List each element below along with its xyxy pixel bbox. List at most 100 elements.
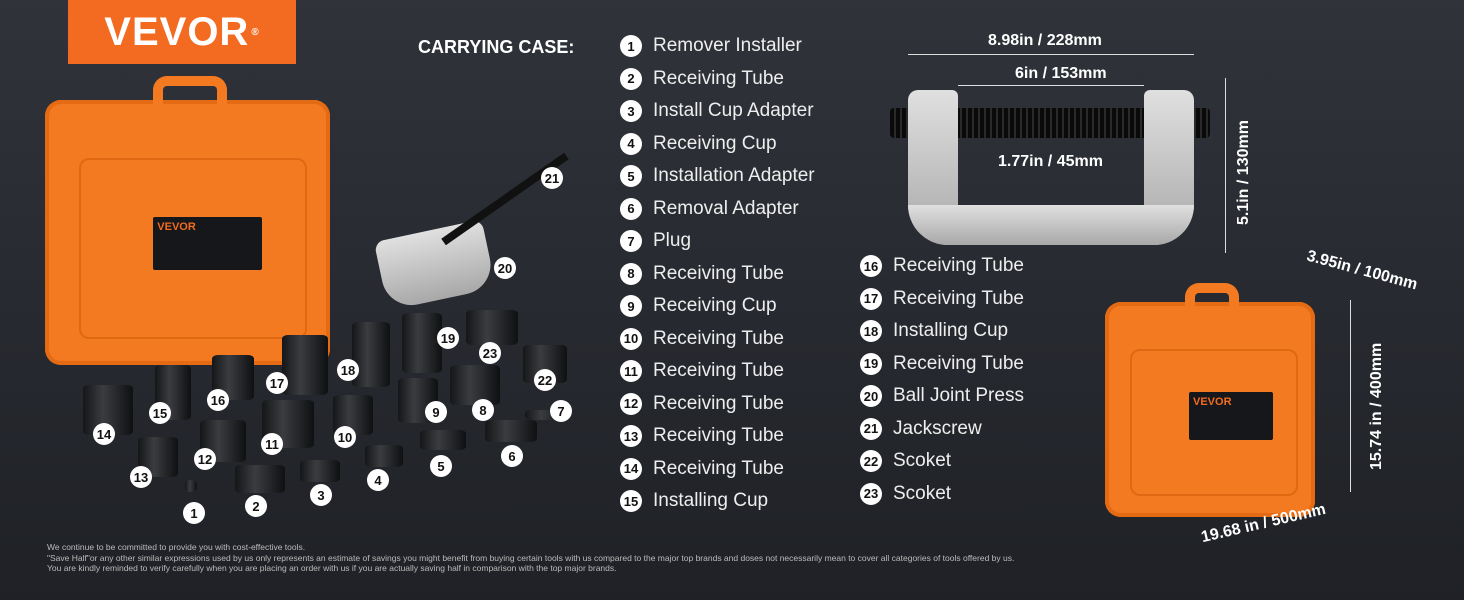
- part-callout-badge: 18: [337, 359, 359, 381]
- part-callout-badge: 15: [149, 402, 171, 424]
- part-label: Installing Cup: [893, 320, 1009, 342]
- disclaimer-footer: We continue to be committed to provide y…: [47, 542, 1015, 573]
- part-list-item: 11 Receiving Tube: [620, 355, 815, 388]
- part-callout-badge: 17: [266, 372, 288, 394]
- part-label: Receiving Cup: [653, 295, 777, 317]
- part-label: Install Cup Adapter: [653, 100, 814, 122]
- part-label: Receiving Tube: [653, 67, 784, 89]
- tool-part-image: [420, 430, 466, 450]
- part-label: Plug: [653, 230, 692, 252]
- part-label: Receiving Tube: [653, 457, 784, 479]
- tool-part-image: [466, 310, 518, 345]
- tool-part-image: [300, 460, 340, 482]
- part-label: Receiving Tube: [653, 360, 784, 382]
- tool-part-image: [365, 445, 403, 467]
- part-number-badge: 23: [860, 482, 882, 505]
- part-list-item: 23 Scoket: [860, 478, 1024, 511]
- part-label: Remover Installer: [653, 35, 802, 57]
- part-label: Receiving Cup: [653, 132, 777, 154]
- part-number-badge: 17: [860, 287, 882, 310]
- tool-part-image: [282, 335, 328, 395]
- part-list-item: 12 Receiving Tube: [620, 388, 815, 421]
- tool-part-image: [235, 465, 285, 493]
- part-list-item: 7 Plug: [620, 225, 815, 258]
- part-callout-badge: 5: [430, 455, 452, 477]
- part-list-item: 21 Jackscrew: [860, 413, 1024, 446]
- ball-joint-press-image: [373, 219, 497, 311]
- part-label: Receiving Tube: [653, 262, 784, 284]
- part-list-item: 3 Install Cup Adapter: [620, 95, 815, 128]
- part-number-badge: 14: [620, 457, 642, 480]
- part-list-item: 18 Installing Cup: [860, 315, 1024, 348]
- part-callout-badge: 4: [367, 469, 389, 491]
- carrying-case-title: CARRYING CASE:: [418, 37, 575, 57]
- part-label: Installation Adapter: [653, 165, 815, 187]
- part-callout-badge: 11: [261, 433, 283, 455]
- case-dimension-image: VEVOR: [1105, 282, 1315, 517]
- part-list-item: 6 Removal Adapter: [620, 193, 815, 226]
- part-label: Jackscrew: [893, 417, 982, 439]
- part-list-item: 15 Installing Cup: [620, 485, 815, 518]
- part-label: Scoket: [893, 482, 952, 504]
- part-callout-badge: 9: [425, 401, 447, 423]
- part-callout-badge: 2: [245, 495, 267, 517]
- part-callout-badge: 12: [194, 448, 216, 470]
- part-number-badge: 11: [620, 360, 642, 383]
- part-label: Ball Joint Press: [893, 385, 1024, 407]
- part-label: Installing Cup: [653, 490, 769, 512]
- part-label: Receiving Tube: [893, 255, 1024, 277]
- part-list-item: 9 Receiving Cup: [620, 290, 815, 323]
- part-callout-badge: 21: [541, 167, 563, 189]
- part-callout-badge: 3: [310, 484, 332, 506]
- part-number-badge: 7: [620, 230, 642, 253]
- part-number-badge: 20: [860, 385, 882, 408]
- part-list-item: 8 Receiving Tube: [620, 258, 815, 291]
- part-callout-badge: 7: [550, 400, 572, 422]
- part-number-badge: 8: [620, 262, 642, 285]
- part-list-item: 1 Remover Installer: [620, 30, 815, 63]
- part-list-item: 5 Installation Adapter: [620, 160, 815, 193]
- part-callout-badge: 19: [437, 327, 459, 349]
- tool-part-image: [525, 410, 565, 420]
- part-number-badge: 5: [620, 165, 642, 188]
- tool-part-image: [485, 420, 537, 442]
- part-callout-badge: 6: [501, 445, 523, 467]
- part-number-badge: 15: [620, 490, 642, 513]
- tool-part-image: [450, 365, 500, 405]
- vevor-logo: VEVOR®: [68, 0, 296, 64]
- part-number-badge: 21: [860, 417, 882, 440]
- part-callout-badge: 20: [494, 257, 516, 279]
- part-label: Receiving Tube: [893, 352, 1024, 374]
- part-list-item: 14 Receiving Tube: [620, 453, 815, 486]
- part-number-badge: 3: [620, 100, 642, 123]
- part-number-badge: 12: [620, 392, 642, 415]
- part-label: Receiving Tube: [653, 392, 784, 414]
- part-list-item: 20 Ball Joint Press: [860, 380, 1024, 413]
- part-number-badge: 6: [620, 197, 642, 220]
- part-number-badge: 1: [620, 35, 642, 58]
- part-number-badge: 9: [620, 295, 642, 318]
- part-list-item: 16 Receiving Tube: [860, 250, 1024, 283]
- part-number-badge: 16: [860, 255, 882, 278]
- part-label: Receiving Tube: [653, 327, 784, 349]
- carrying-case-image: VEVOR: [45, 76, 330, 365]
- part-callout-badge: 16: [207, 389, 229, 411]
- part-callout-badge: 1: [183, 502, 205, 524]
- part-number-badge: 2: [620, 67, 642, 90]
- part-callout-badge: 22: [534, 369, 556, 391]
- part-number-badge: 10: [620, 327, 642, 350]
- tool-part-image: [352, 322, 390, 387]
- part-label: Removal Adapter: [653, 197, 799, 219]
- part-list-item: 2 Receiving Tube: [620, 63, 815, 96]
- part-number-badge: 18: [860, 320, 882, 343]
- part-number-badge: 22: [860, 450, 882, 473]
- part-number-badge: 4: [620, 132, 642, 155]
- part-list-item: 4 Receiving Cup: [620, 128, 815, 161]
- part-callout-badge: 10: [334, 426, 356, 448]
